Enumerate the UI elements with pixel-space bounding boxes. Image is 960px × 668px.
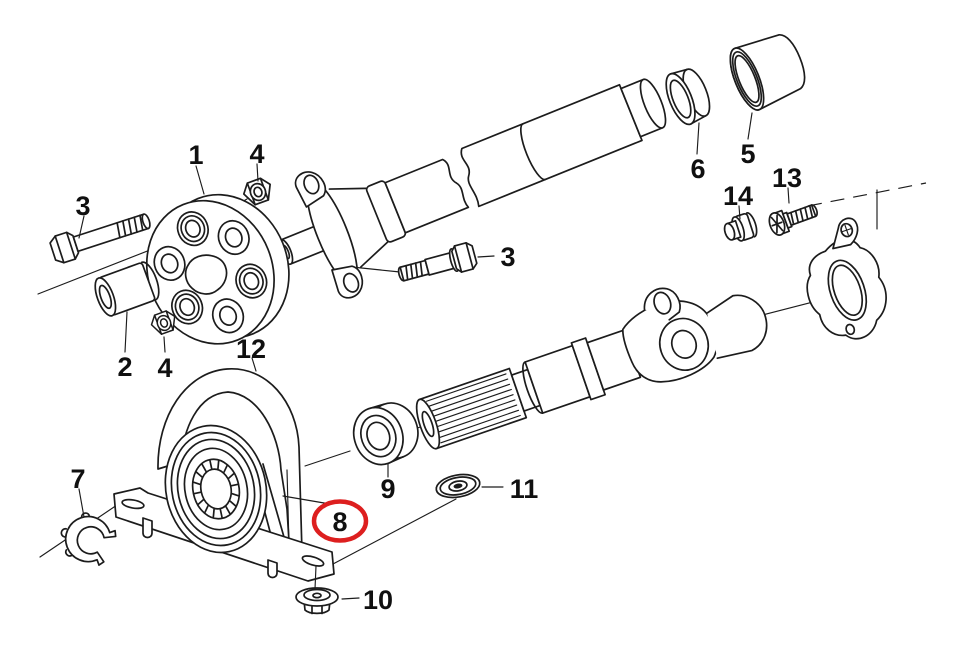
part-label-1: 1 (188, 140, 203, 170)
part-7-lock-clip (60, 512, 117, 566)
part-rear-driveshaft (415, 217, 887, 450)
part-11-washer (435, 473, 481, 499)
torx-star (770, 214, 784, 234)
part-labels: 1 4 3 2 4 12 3 6 5 14 13 7 9 8 11 10 (70, 139, 802, 615)
part-3-hex-bolt-left (49, 213, 151, 264)
part-label-12: 12 (236, 334, 266, 364)
assembly-dashed-line (807, 182, 927, 207)
part-label-14: 14 (723, 181, 753, 211)
bolt-threads (790, 204, 814, 226)
part-label-3-left: 3 (75, 191, 90, 221)
spline-teeth (425, 373, 521, 444)
yoke-ear-bottom (331, 265, 364, 299)
part-14-screw-plug (723, 212, 758, 242)
shaft-tube-2 (460, 83, 643, 208)
part-label-8-highlighted: 8 (332, 507, 347, 537)
bolt-threads (116, 214, 144, 239)
part-label-4-top: 4 (249, 139, 264, 169)
part-10-flange-nut (295, 587, 339, 615)
part-1-flex-disc (145, 193, 290, 345)
part-4-nut-bottom (150, 310, 176, 335)
part-3-hex-bolt-right (397, 241, 478, 282)
part-13-torx-bolt (768, 204, 818, 236)
ujoint-bearing-cap (658, 317, 710, 371)
part-6-centering-sleeve (665, 68, 711, 126)
bolt-threads (405, 260, 424, 281)
part-label-2: 2 (117, 352, 132, 382)
ujoint-yoke-ear (643, 287, 681, 321)
part-label-10: 10 (363, 585, 393, 615)
part-label-6: 6 (690, 154, 705, 184)
part-label-11: 11 (510, 474, 539, 504)
part-label-9: 9 (380, 474, 395, 504)
shaft-tube-1 (384, 158, 470, 234)
part-front-driveshaft (278, 78, 667, 299)
part-label-13: 13 (772, 163, 802, 193)
flex-disc-bolt-holes (153, 211, 268, 334)
part-4-nut-top (242, 177, 271, 206)
part-5-dust-cap (729, 34, 806, 111)
part-label-7: 7 (70, 464, 85, 494)
part-9-ball-bearing (352, 402, 419, 466)
output-flange (806, 238, 887, 340)
highlight-ellipse-part-8 (311, 499, 369, 543)
part-label-5: 5 (740, 139, 755, 169)
part-label-3-right: 3 (500, 242, 515, 272)
part-2-bushing (94, 261, 160, 317)
leader-lines (78, 112, 790, 600)
spline-bore-teeth (192, 459, 240, 519)
part-label-4-bottom: 4 (157, 353, 172, 383)
part-8-center-bearing-housing (164, 424, 268, 554)
flex-disc-center-hole (184, 254, 228, 295)
